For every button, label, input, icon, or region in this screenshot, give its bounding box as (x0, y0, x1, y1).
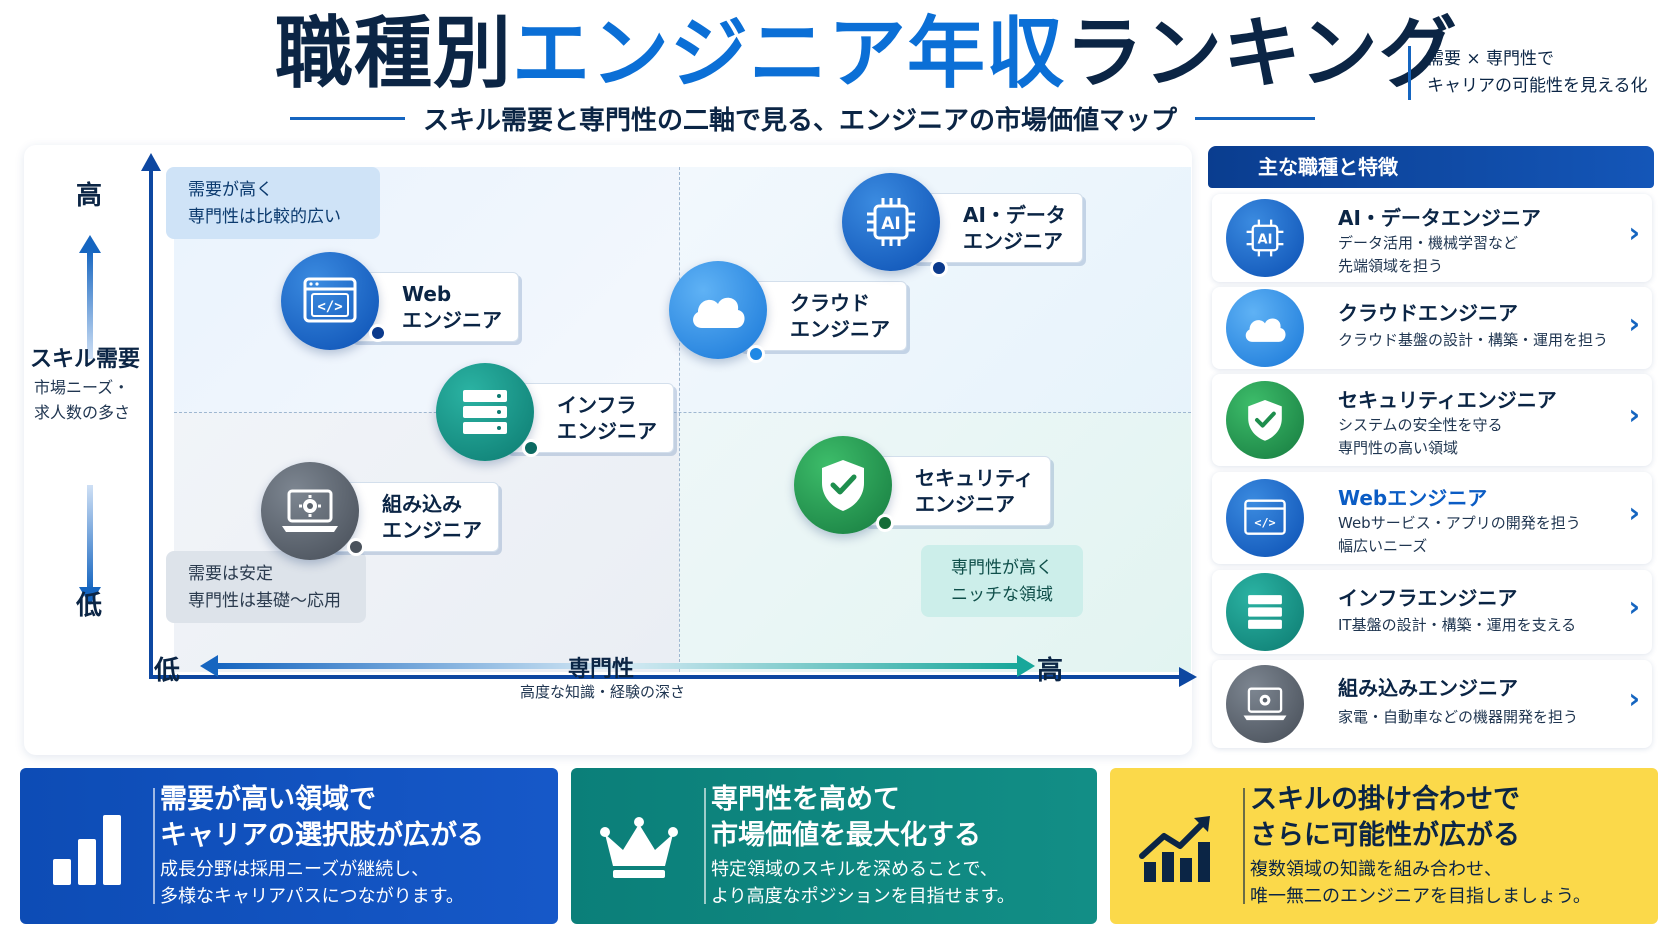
node-dot (522, 439, 540, 457)
svg-text:</>: </> (1254, 516, 1275, 530)
x-axis-low-label: 低 (154, 656, 181, 686)
job-name: AI・データエンジニア (1338, 206, 1541, 230)
laptop-gear-icon (261, 462, 359, 560)
market-value-map: 高 スキル需要 市場ニーズ・ 求人数の多さ 低 低 専門性 高 高度な知識・経験… (24, 145, 1197, 755)
node-dot (876, 514, 894, 532)
code-window-icon: </> (281, 252, 379, 350)
quadrant-note-bottom-right: 専門性が高く ニッチな領域 (921, 545, 1083, 617)
job-name: 組み込みエンジニア (1338, 676, 1518, 700)
job-description: IT基盤の設計・構築・運用を支える (1338, 616, 1577, 634)
job-list-item-embedded[interactable]: 組み込みエンジニア 家電・自動車などの機器開発を担う › (1212, 660, 1652, 748)
job-list-item-cloud[interactable]: クラウドエンジニア クラウド基盤の設計・構築・運用を担う › (1212, 287, 1652, 369)
chevron-right-icon: › (1628, 590, 1640, 623)
job-description: データ活用・機械学習など 先端領域を担う (1338, 234, 1519, 275)
chevron-right-icon: › (1628, 398, 1640, 431)
job-list-item-web[interactable]: </> Webエンジニア Webサービス・アプリの開発を担う 幅広いニーズ › (1212, 472, 1652, 564)
chevron-right-icon: › (1628, 216, 1640, 249)
job-description: Webサービス・アプリの開発を担う 幅広いニーズ (1338, 514, 1581, 555)
x-axis-description: 高度な知識・経験の深さ (520, 683, 686, 701)
node-dot (930, 259, 948, 277)
job-list-item-infra[interactable]: インフラエンジニア IT基盤の設計・構築・運用を支える › (1212, 570, 1652, 654)
quadrant-note-top-left: 需要が高く 専門性は比較的広い (166, 167, 380, 239)
tagline-line-2: キャリアの可能性を見える化 (1427, 76, 1648, 96)
job-name: クラウドエンジニア (1338, 301, 1518, 325)
banner-heading: 需要が高い領域で キャリアの選択肢が広がる (160, 784, 484, 851)
chevron-right-icon: › (1628, 307, 1640, 340)
tagline: 需要 × 専門性で キャリアの可能性を見える化 (1408, 46, 1648, 100)
x-axis-title: 専門性 (568, 657, 635, 682)
chevron-right-icon: › (1628, 496, 1640, 529)
svg-text:</>: </> (317, 299, 342, 315)
subtitle-row: スキル需要と専門性の二軸で見る、エンジニアの市場価値マップ (290, 98, 1390, 138)
title-part-1: 職種別 (275, 9, 513, 99)
node-dot (347, 538, 365, 556)
node-dot (369, 324, 387, 342)
arrow-up-icon (79, 235, 101, 253)
arrow-down-icon (79, 587, 101, 605)
vertical-divider (679, 167, 680, 672)
ai-chip-icon: AI (1226, 199, 1304, 277)
page-subtitle: スキル需要と専門性の二軸で見る、エンジニアの市場価値マップ (423, 105, 1178, 136)
page-title: 職種別エンジニア年収ランキング (275, 6, 1458, 102)
job-list-item-ai[interactable]: AI AI・データエンジニア データ活用・機械学習など 先端領域を担う › (1212, 194, 1652, 282)
shield-check-icon (1226, 381, 1304, 459)
x-axis-line (149, 667, 1197, 687)
svg-text:AI: AI (881, 214, 900, 234)
code-window-icon: </> (1226, 479, 1304, 557)
crown-icon (593, 802, 685, 894)
job-description: クラウド基盤の設計・構築・運用を担う (1338, 331, 1609, 349)
arrow-left-icon (200, 655, 218, 677)
job-description: 家電・自動車などの機器開発を担う (1338, 708, 1579, 726)
job-list-item-security[interactable]: セキュリティエンジニア システムの安全性を守る 専門性の高い領域 › (1212, 374, 1652, 466)
ai-chip-icon: AI (842, 173, 940, 271)
node-label: 組み込み エンジニア (329, 482, 499, 552)
subtitle-rule-left (290, 116, 405, 120)
banner-description: 成長分野は採用ニーズが継続し、 多様なキャリアパスにつながります。 (160, 859, 464, 907)
svg-text:AI: AI (1258, 232, 1273, 247)
arrow-right-icon (1017, 655, 1035, 677)
quadrant-bottom-right (679, 412, 1191, 672)
banner-skill-combination: スキルの掛け合わせで さらに可能性が広がる 複数領域の知識を組み合わせ、 唯一無… (1110, 768, 1658, 924)
y-axis-high-label: 高 (76, 181, 103, 211)
node-dot (747, 345, 765, 363)
banner-demand: 需要が高い領域で キャリアの選択肢が広がる 成長分野は採用ニーズが継続し、 多様… (20, 768, 558, 924)
laptop-gear-icon (1226, 665, 1304, 743)
job-name: Webエンジニア (1338, 486, 1488, 510)
subtitle-rule-right (1195, 116, 1316, 120)
horizontal-divider (174, 412, 1191, 413)
chevron-right-icon: › (1628, 682, 1640, 715)
banner-description: 特定領域のスキルを深めることで、 より高度なポジションを目指せます。 (711, 859, 1015, 907)
banner-heading: 専門性を高めて 市場価値を最大化する (711, 784, 981, 851)
bar-chart-icon (42, 802, 134, 894)
y-axis-description: 市場ニーズ・ 求人数の多さ (34, 378, 131, 422)
y-axis-low-label: 低 (76, 591, 103, 621)
banner-heading: スキルの掛け合わせで さらに可能性が広がる (1250, 784, 1520, 851)
server-icon (1226, 573, 1304, 651)
node-label: セキュリティ エンジニア (862, 456, 1051, 526)
title-part-2: エンジニア年収 (512, 9, 1066, 99)
cloud-icon (669, 261, 767, 359)
shield-check-icon (794, 436, 892, 534)
job-name: インフラエンジニア (1338, 586, 1518, 610)
banner-expertise: 専門性を高めて 市場価値を最大化する 特定領域のスキルを深めることで、 より高度… (571, 768, 1097, 924)
cloud-icon (1226, 289, 1304, 367)
y-axis-title: スキル需要 (30, 347, 141, 372)
banner-description: 複数領域の知識を組み合わせ、 唯一無二のエンジニアを目指しましょう。 (1250, 859, 1591, 907)
job-description: システムの安全性を守る 専門性の高い領域 (1338, 416, 1503, 457)
job-name: セキュリティエンジニア (1338, 388, 1557, 412)
x-axis-gradient-arrow (200, 655, 1035, 677)
growth-chart-icon (1132, 802, 1224, 894)
y-axis-line (141, 153, 161, 679)
title-part-3: ランキング (1065, 9, 1458, 99)
server-icon (436, 363, 534, 461)
x-axis-high-label: 高 (1037, 656, 1064, 686)
tagline-line-1: 需要 × 専門性で (1427, 49, 1555, 69)
job-list-header: 主な職種と特徴 (1208, 146, 1654, 188)
quadrant-note-bottom-left: 需要は安定 専門性は基礎〜応用 (166, 551, 366, 623)
y-axis-gradient-arrow (79, 235, 101, 605)
